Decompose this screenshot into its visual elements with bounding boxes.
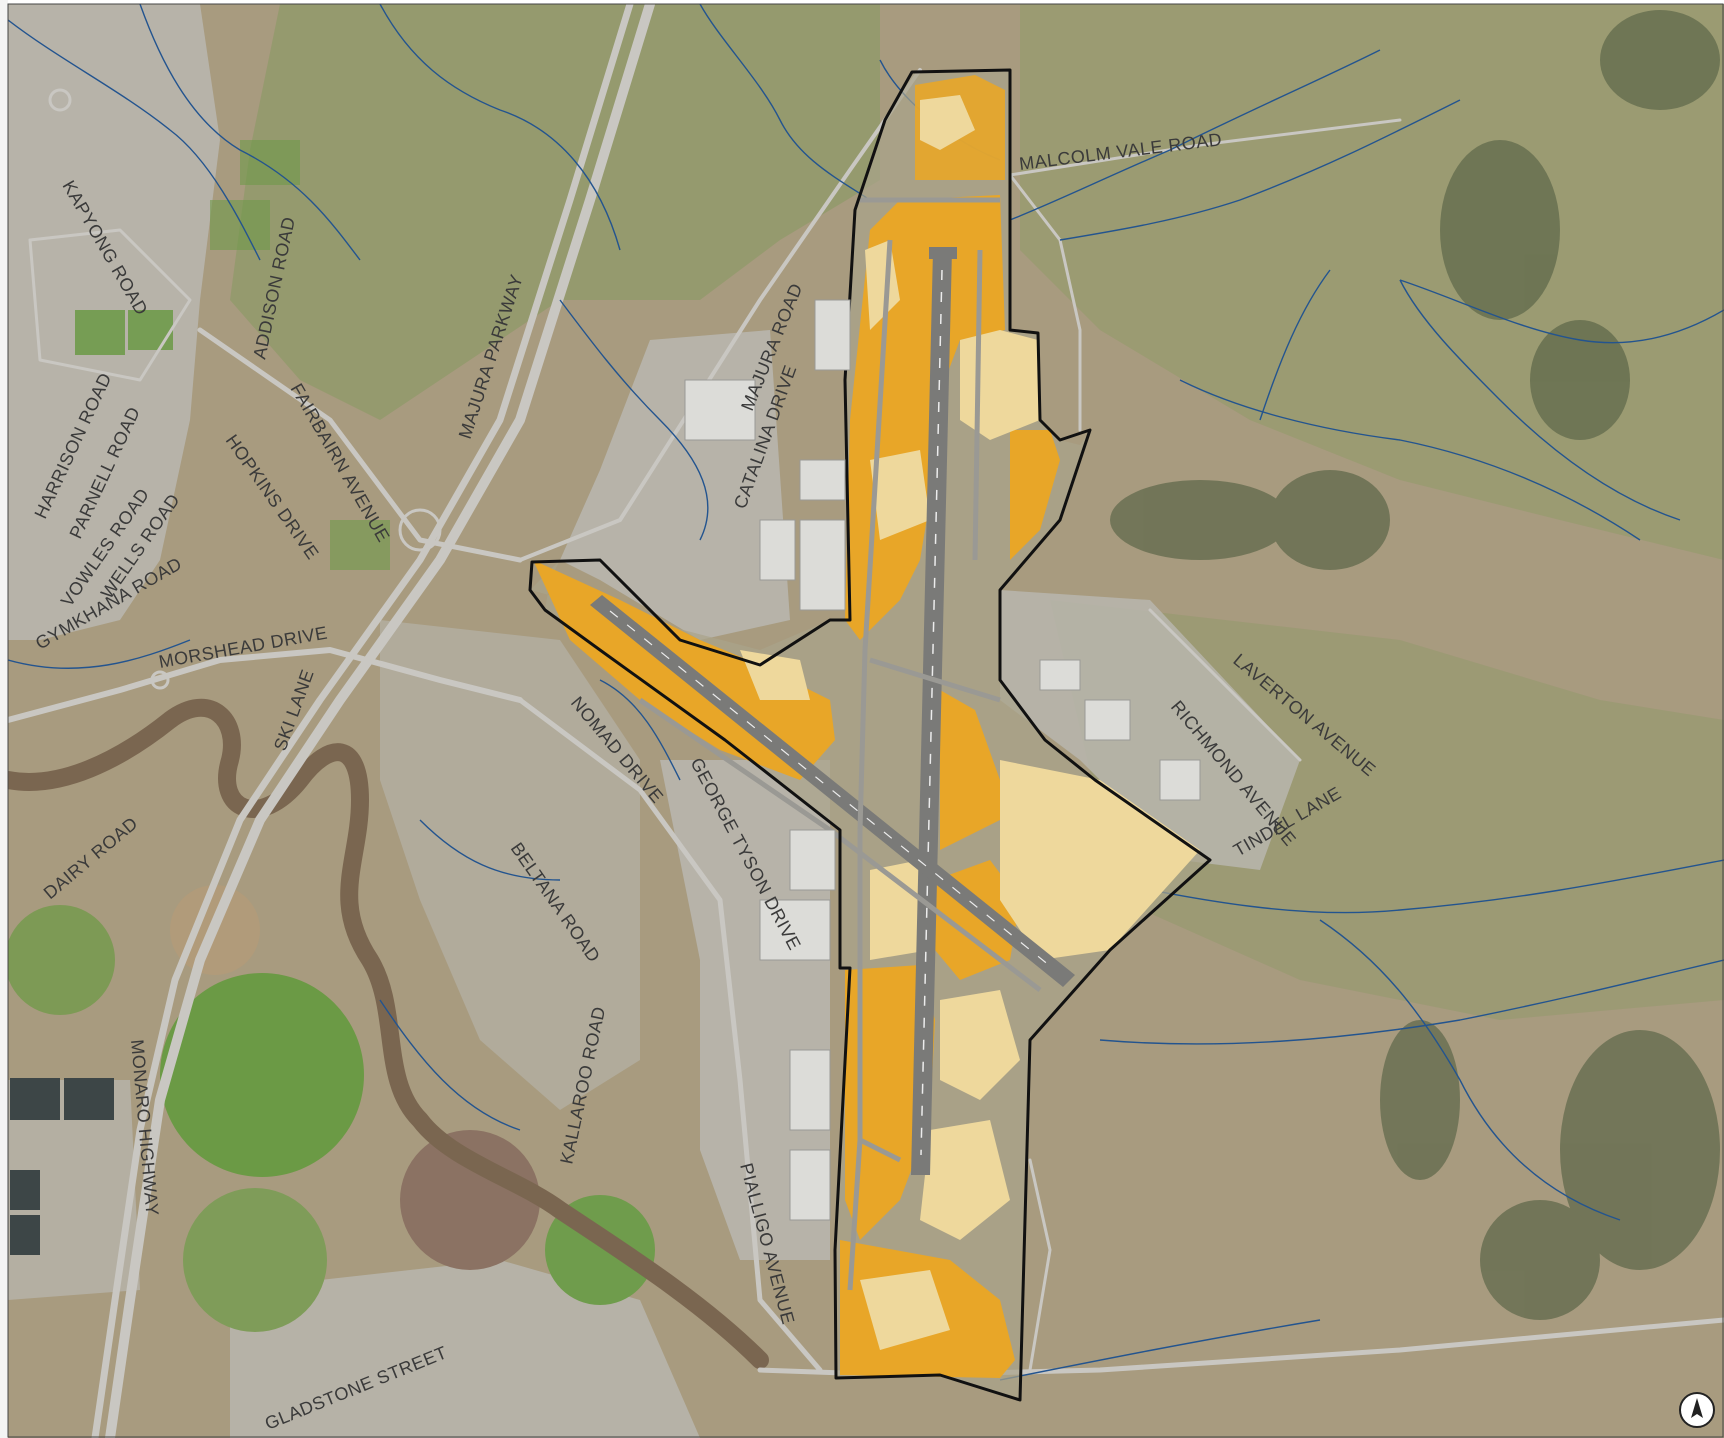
waterways: [8, 4, 1724, 1381]
roundabout-fairbairn: [398, 508, 442, 552]
left-margin: [0, 0, 8, 1438]
roundabout-morshead: [150, 670, 170, 690]
north-arrow[interactable]: [1679, 1392, 1715, 1428]
morshead-drive-road: [8, 647, 523, 723]
map-frame: [7, 3, 1724, 1438]
main-runway-threshold-north: [929, 247, 957, 259]
cross-runway: [590, 595, 1075, 987]
irrigation-circle-south: [183, 1188, 327, 1332]
habitat-low-value: [740, 95, 1200, 1350]
suburb-loop-road: [28, 228, 192, 382]
cross-runway-centreline: [609, 610, 1056, 971]
green-fields: [75, 140, 390, 570]
east-road: [1028, 1158, 1052, 1372]
malcolm-vale-road-road: [1008, 118, 1402, 177]
monaro-highway-road: [91, 4, 634, 1438]
buildings: [684, 299, 1201, 1221]
irrigation-circles: [8, 885, 655, 1332]
airport-boundary: [528, 68, 1212, 1402]
woodland-patches: [1110, 10, 1720, 1320]
roundabout-nw: [48, 88, 72, 112]
pialligo-avenue-road: [517, 697, 823, 1373]
main-runway-centreline: [920, 269, 943, 1156]
settling-ponds: [10, 1078, 114, 1255]
airport-precinct-south: [660, 760, 830, 1260]
irrigation-circle-west: [8, 905, 115, 1015]
industrial-southwest: [8, 1080, 140, 1300]
majura-parkway-road: [105, 4, 655, 1438]
main-runway: [911, 247, 957, 1175]
suburb-south: [230, 1260, 700, 1438]
hill-grass-north: [230, 4, 880, 420]
north-arrow-icon: [1691, 1398, 1703, 1418]
road-network: [8, 4, 1724, 1438]
north-east-road: [1008, 173, 1082, 432]
irrigation-circle-brown: [400, 1130, 540, 1270]
molonglo-river: [8, 698, 769, 1369]
fairbairn-avenue-road: [197, 327, 523, 563]
irrigation-circle-large: [160, 973, 364, 1177]
richmond-avenue-road: [1148, 608, 1302, 762]
airport-boundary-fill: [530, 70, 1210, 1400]
majura-road-road: [518, 68, 922, 562]
